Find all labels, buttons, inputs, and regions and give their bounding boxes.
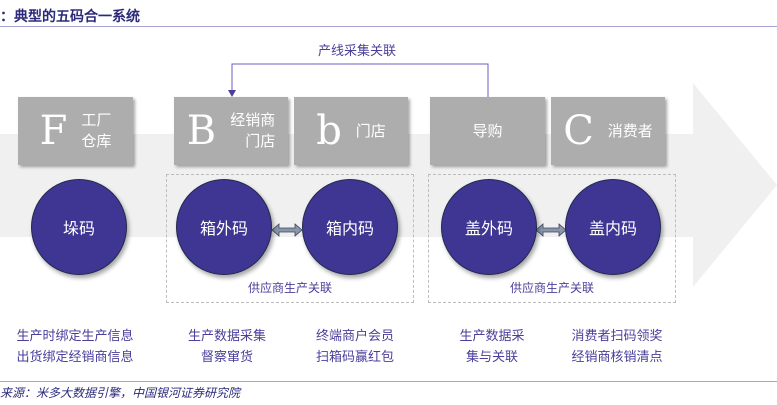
- node-consumer: C 消费者: [551, 97, 665, 165]
- title-divider: [0, 26, 777, 27]
- description: 生产数据采集督察窜货: [187, 329, 266, 365]
- supplier-group: 供应商生产关联: [166, 174, 414, 303]
- node-label: 工厂仓库: [81, 111, 112, 150]
- node-store: b 门店: [294, 97, 408, 165]
- node-label: 导购: [472, 121, 503, 140]
- code-circle-cap-inner: 盖内码: [565, 179, 661, 275]
- source-note: 来源：米多大数据引擎，中国银河证券研究院: [0, 386, 241, 400]
- group-label: 供应商生产关联: [247, 281, 332, 295]
- link-line: [231, 63, 489, 97]
- node-factory: F 工厂仓库: [18, 97, 133, 165]
- node-label: 门店: [355, 121, 386, 140]
- code-circle-box-inner: 箱内码: [302, 179, 398, 275]
- code-circle-cap-outer: 盖外码: [441, 179, 537, 275]
- node-label: 经销商门店: [230, 111, 276, 150]
- node-letter: B: [186, 108, 217, 154]
- group-label: 供应商生产关联: [509, 281, 594, 295]
- code-circle-pallet: 垛码: [31, 179, 127, 275]
- description: 生产时绑定生产信息出货绑定经销商信息: [16, 329, 134, 365]
- source-divider: [0, 381, 777, 382]
- node-letter: F: [39, 108, 68, 154]
- description: 终端商户会员扫箱码赢红包: [315, 329, 394, 365]
- top-link-label: 产线采集关联: [318, 44, 397, 59]
- node-label: 消费者: [607, 121, 653, 140]
- node-letter: b: [316, 108, 342, 154]
- description: 消费者扫码领奖经销商核销清点: [571, 329, 663, 365]
- figure-title: ：典型的五码合一系统: [0, 9, 140, 25]
- supplier-group: 供应商生产关联: [428, 174, 676, 303]
- description: 生产数据采集与关联: [459, 329, 525, 365]
- node-guide: 导购: [430, 97, 545, 165]
- link-arrowhead-icon: [228, 90, 236, 97]
- node-distributor: B 经销商门店: [174, 97, 288, 165]
- node-letter: C: [563, 108, 594, 154]
- code-circle-box-outer: 箱外码: [176, 179, 272, 275]
